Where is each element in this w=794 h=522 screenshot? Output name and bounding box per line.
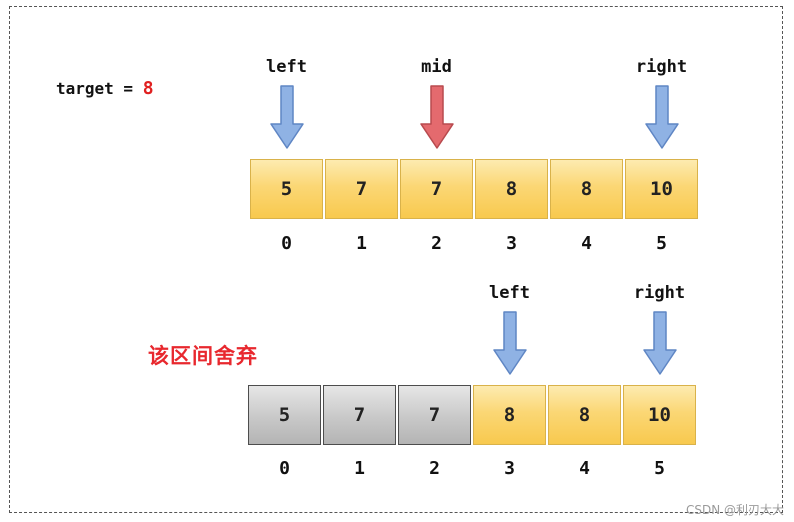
row2-cell-0: 5 (248, 385, 321, 445)
row1-cell-5: 10 (625, 159, 698, 219)
row2-index-0: 0 (279, 458, 290, 479)
row1-cell-2: 7 (400, 159, 473, 219)
row1-index-3: 3 (506, 233, 517, 254)
row1-index-2: 2 (431, 233, 442, 254)
target-value: 8 (142, 78, 154, 99)
row1-index-1: 1 (356, 233, 367, 254)
row2-index-2: 2 (429, 458, 440, 479)
target-label: target = 8 (56, 78, 154, 99)
arrow-shape (419, 85, 454, 149)
row2-cell-2: 7 (398, 385, 471, 445)
row2-cell-5: 10 (623, 385, 696, 445)
row1-cell-0: 5 (250, 159, 323, 219)
row1-cell-3: 8 (475, 159, 548, 219)
row1-pointer-right-label: right (635, 57, 688, 77)
row1-pointer-left-label: left (266, 57, 307, 77)
row2-pointer-right-arrow-icon (642, 310, 678, 376)
arrow-shape (644, 85, 679, 149)
arrow-shape (642, 311, 677, 375)
row1-pointer-mid-arrow-icon (419, 84, 455, 150)
row2-pointer-left-arrow-icon (492, 310, 528, 376)
row1-cell-1: 7 (325, 159, 398, 219)
target-text: target = (56, 79, 143, 98)
row1-pointer-left-arrow-icon (269, 84, 305, 150)
row2-index-5: 5 (654, 458, 665, 479)
row1-pointer-mid-label: mid (421, 57, 452, 77)
row2-pointer-left-label: left (489, 283, 530, 303)
row2-index-4: 4 (579, 458, 590, 479)
row2-index-3: 3 (504, 458, 515, 479)
row1-pointer-right-arrow-icon (644, 84, 680, 150)
discard-note: 该区间舍弃 (148, 344, 258, 368)
row2-index-1: 1 (354, 458, 365, 479)
row2-cell-4: 8 (548, 385, 621, 445)
row1-cell-4: 8 (550, 159, 623, 219)
row1-index-0: 0 (281, 233, 292, 254)
row2-cell-3: 8 (473, 385, 546, 445)
row2-cell-1: 7 (323, 385, 396, 445)
row2-pointer-right-label: right (633, 283, 686, 303)
row1-index-4: 4 (581, 233, 592, 254)
arrow-shape (492, 311, 527, 375)
diagram-frame (9, 6, 783, 513)
watermark: CSDN @利刃大大 (685, 503, 784, 517)
row1-index-5: 5 (656, 233, 667, 254)
arrow-shape (269, 85, 304, 149)
